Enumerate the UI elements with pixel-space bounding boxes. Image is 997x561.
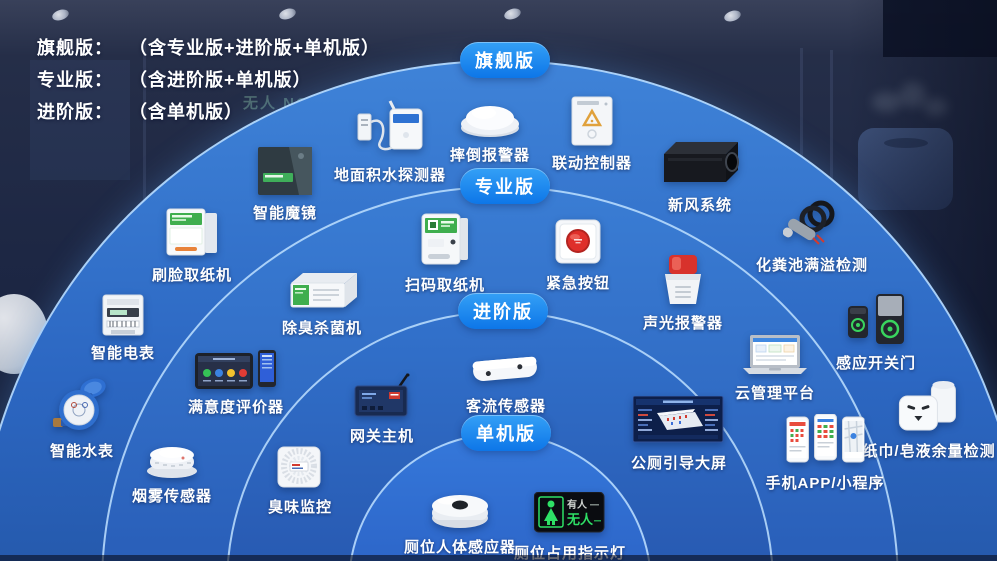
legend-row-flagship: 旗舰版： （含专业版+进阶版+单机版） <box>37 34 380 66</box>
device-odor-monitor: 臭味监控 <box>268 446 332 517</box>
device-septic-tank-overflow-detector: 化粪池满溢检测 <box>756 200 868 275</box>
stall-presence-sensor-icon <box>431 495 488 528</box>
face-recognition-paper-dispenser-icon <box>166 208 217 256</box>
device-people-counter: 客流传感器 <box>466 349 546 416</box>
background-doorframe <box>830 50 833 180</box>
device-label: 臭味监控 <box>267 499 333 516</box>
device-label: 手机APP/小程序 <box>765 475 885 492</box>
device-smoke-sensor: 烟雾传感器 <box>132 441 212 506</box>
device-floor-water-detector: 地面积水探测器 <box>334 100 446 185</box>
ceiling-light-icon <box>50 7 71 23</box>
device-guidance-screen: 公厕引导大屏 <box>631 396 727 473</box>
device-tissue-soap-level-detector: 纸巾/皂液余量检测 <box>862 378 995 461</box>
septic-tank-overflow-detector-icon <box>782 200 835 245</box>
stall-occupancy-light-icon: 有人 无人 <box>533 492 605 533</box>
background-doorway <box>30 60 130 180</box>
device-label: 满意度评价器 <box>187 399 285 416</box>
guidance-screen-icon <box>632 396 724 443</box>
ceiling-light-icon <box>277 6 298 22</box>
device-cloud-platform: 云管理平台 <box>735 334 815 403</box>
odor-monitor-icon <box>277 446 321 488</box>
legend-name: 进阶版： <box>37 102 113 122</box>
legend-row-professional: 专业版： （含进阶版+单机版） <box>37 66 380 98</box>
smart-electric-meter-icon <box>102 294 144 336</box>
device-label: 网关主机 <box>349 428 415 445</box>
floor-water-detector-icon <box>357 100 423 151</box>
legend-row-advanced: 进阶版： （含单机版） <box>37 98 380 130</box>
deodorizer-sterilizer-icon <box>290 273 357 308</box>
device-face-recognition-paper-dispenser: 刷脸取纸机 <box>152 206 232 285</box>
legend-desc: （含进阶版+单机版） <box>129 70 312 90</box>
device-smart-mirror: 智能魔镜 <box>253 146 317 223</box>
device-label: 新风系统 <box>667 197 732 214</box>
background-doorframe <box>800 48 803 168</box>
device-label: 公厕引导大屏 <box>630 455 728 472</box>
smart-mirror-icon <box>257 147 312 195</box>
fall-alarm-icon <box>460 106 519 137</box>
device-label: 刷脸取纸机 <box>151 267 233 284</box>
tier-pill-flagship: 旗舰版 <box>460 42 550 78</box>
sensor-door-icon <box>847 294 904 344</box>
people-counter-icon <box>472 356 537 382</box>
device-label: 烟雾传感器 <box>131 488 213 505</box>
tier-pill-standalone: 单机版 <box>461 415 551 451</box>
device-fresh-air-system: 新风系统 <box>660 138 740 215</box>
device-label: 地面积水探测器 <box>333 167 447 184</box>
svg-text:无人: 无人 <box>566 512 594 527</box>
device-label: 联动控制器 <box>551 155 633 172</box>
tier-pill-advanced: 进阶版 <box>458 293 548 329</box>
mobile-app-icon <box>785 414 864 463</box>
gateway-host-icon <box>354 373 410 417</box>
tier-legend: 旗舰版： （含专业版+进阶版+单机版） 专业版： （含进阶版+单机版） 进阶版：… <box>37 34 380 130</box>
device-stall-occupancy-light: 有人 无人 厕位占用指示灯 <box>514 492 626 561</box>
legend-name: 旗舰版： <box>37 38 113 58</box>
device-label: 云管理平台 <box>734 385 816 402</box>
emergency-button-icon <box>555 219 601 264</box>
device-label: 感应开关门 <box>835 355 917 372</box>
device-label: 摔倒报警器 <box>449 147 531 164</box>
device-label: 智能魔镜 <box>252 205 318 222</box>
legend-name: 专业版： <box>37 70 113 90</box>
device-label: 声光报警器 <box>642 315 724 332</box>
smart-water-meter-icon <box>52 378 106 430</box>
ceiling-light-icon <box>502 6 523 22</box>
fresh-air-system-icon <box>664 142 739 182</box>
device-label: 除臭杀菌机 <box>281 320 363 337</box>
device-label: 扫码取纸机 <box>404 277 486 294</box>
device-sensor-door: 感应开关门 <box>836 292 916 373</box>
device-mobile-app: 手机APP/小程序 <box>765 414 884 493</box>
device-fall-alarm: 摔倒报警器 <box>450 98 530 165</box>
tier-pill-professional: 专业版 <box>460 168 550 204</box>
device-label: 化粪池满溢检测 <box>755 257 869 274</box>
ceiling-light-icon <box>722 8 743 24</box>
device-emergency-button: 紧急按钮 <box>546 218 610 293</box>
device-smart-electric-meter: 智能电表 <box>91 294 155 363</box>
smoke-sensor-icon <box>146 447 197 478</box>
legend-desc: （含专业版+进阶版+单机版） <box>129 38 381 58</box>
device-smart-water-meter: 智能水表 <box>50 376 114 461</box>
device-deodorizer-sterilizer: 除臭杀菌机 <box>282 271 362 338</box>
device-label: 智能电表 <box>90 345 156 362</box>
device-label: 客流传感器 <box>465 398 547 415</box>
device-gateway-host: 网关主机 <box>350 373 414 446</box>
linkage-controller-icon <box>571 96 613 146</box>
device-label: 智能水表 <box>49 443 115 460</box>
svg-text:有人: 有人 <box>567 498 588 511</box>
device-sound-light-alarm: 声光报警器 <box>643 254 723 333</box>
device-stall-presence-sensor: 厕位人体感应器 <box>404 488 516 557</box>
device-label: 厕位人体感应器 <box>403 539 517 556</box>
device-qr-paper-dispenser: 扫码取纸机 <box>405 212 485 295</box>
sound-light-alarm-icon <box>664 255 701 304</box>
tissue-soap-level-detector-icon <box>898 381 956 431</box>
device-label: 紧急按钮 <box>545 275 611 292</box>
satisfaction-evaluator-icon <box>194 350 276 389</box>
legend-desc: （含单机版） <box>129 102 243 122</box>
cloud-platform-icon <box>742 335 807 374</box>
qr-paper-dispenser-icon <box>421 213 468 265</box>
background-doorframe <box>143 40 146 200</box>
device-satisfaction-evaluator: 满意度评价器 <box>188 348 284 417</box>
device-linkage-controller: 联动控制器 <box>552 96 632 173</box>
bottom-edge-strip <box>0 555 997 561</box>
device-label: 纸巾/皂液余量检测 <box>862 443 996 460</box>
